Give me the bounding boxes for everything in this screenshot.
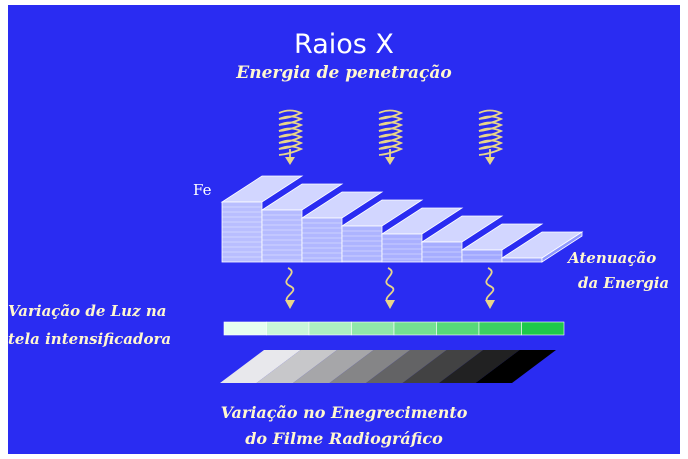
wavy-arrow-down-icon	[385, 267, 395, 309]
film-segment	[475, 350, 556, 383]
wedge-material-label: Fe	[193, 181, 212, 199]
wedge-step	[260, 183, 344, 263]
incident-beams	[278, 109, 504, 165]
wavy-arrow-down-icon	[485, 267, 495, 309]
film-segment	[220, 350, 301, 383]
wavy-arrow-down-icon	[285, 267, 295, 309]
wedge-step	[300, 191, 384, 263]
wavy-arrow-down-icon	[478, 109, 504, 165]
title: Raios X	[294, 29, 394, 60]
film-segment	[293, 350, 374, 383]
screen-label-line-1: Variação de Luz na	[8, 302, 167, 320]
screen-label-line-2: tela intensificadora	[8, 330, 172, 348]
film-segment	[366, 350, 447, 383]
wedge-step	[340, 199, 424, 263]
film-segment	[402, 350, 483, 383]
transmitted-beams	[285, 267, 495, 309]
diagram-art	[220, 109, 584, 383]
wedge-step	[380, 207, 464, 263]
film-density-bar	[220, 350, 556, 383]
screen-segment	[478, 321, 522, 336]
screen-segment	[266, 321, 310, 336]
wedge-side-face	[541, 231, 583, 263]
wedge-step	[460, 223, 544, 263]
iron-step-wedge	[220, 175, 584, 263]
screen-segment	[223, 321, 267, 336]
screen-segment	[521, 321, 565, 336]
film-segment	[256, 350, 337, 383]
screen-segment	[436, 321, 480, 336]
film-segment	[329, 350, 410, 383]
intensifying-screen-bar	[223, 321, 565, 336]
screen-segment	[351, 321, 395, 336]
wedge-step	[220, 175, 304, 263]
screen-segment	[393, 321, 437, 336]
film-label-line-2: do Filme Radiográfico	[245, 429, 443, 448]
wavy-arrow-down-icon	[278, 109, 304, 165]
diagram-panel: Raios X Energia de penetração Fe Atenuaç…	[8, 5, 680, 454]
attenuation-label-line-1: Atenuação	[568, 249, 657, 267]
film-label-line-1: Variação no Enegrecimento	[220, 403, 468, 422]
screen-segment	[308, 321, 352, 336]
wedge-step	[420, 215, 504, 263]
wavy-arrow-down-icon	[378, 109, 404, 165]
subtitle: Energia de penetração	[236, 63, 452, 83]
film-segment	[439, 350, 520, 383]
attenuation-label-line-2: da Energia	[578, 274, 670, 292]
